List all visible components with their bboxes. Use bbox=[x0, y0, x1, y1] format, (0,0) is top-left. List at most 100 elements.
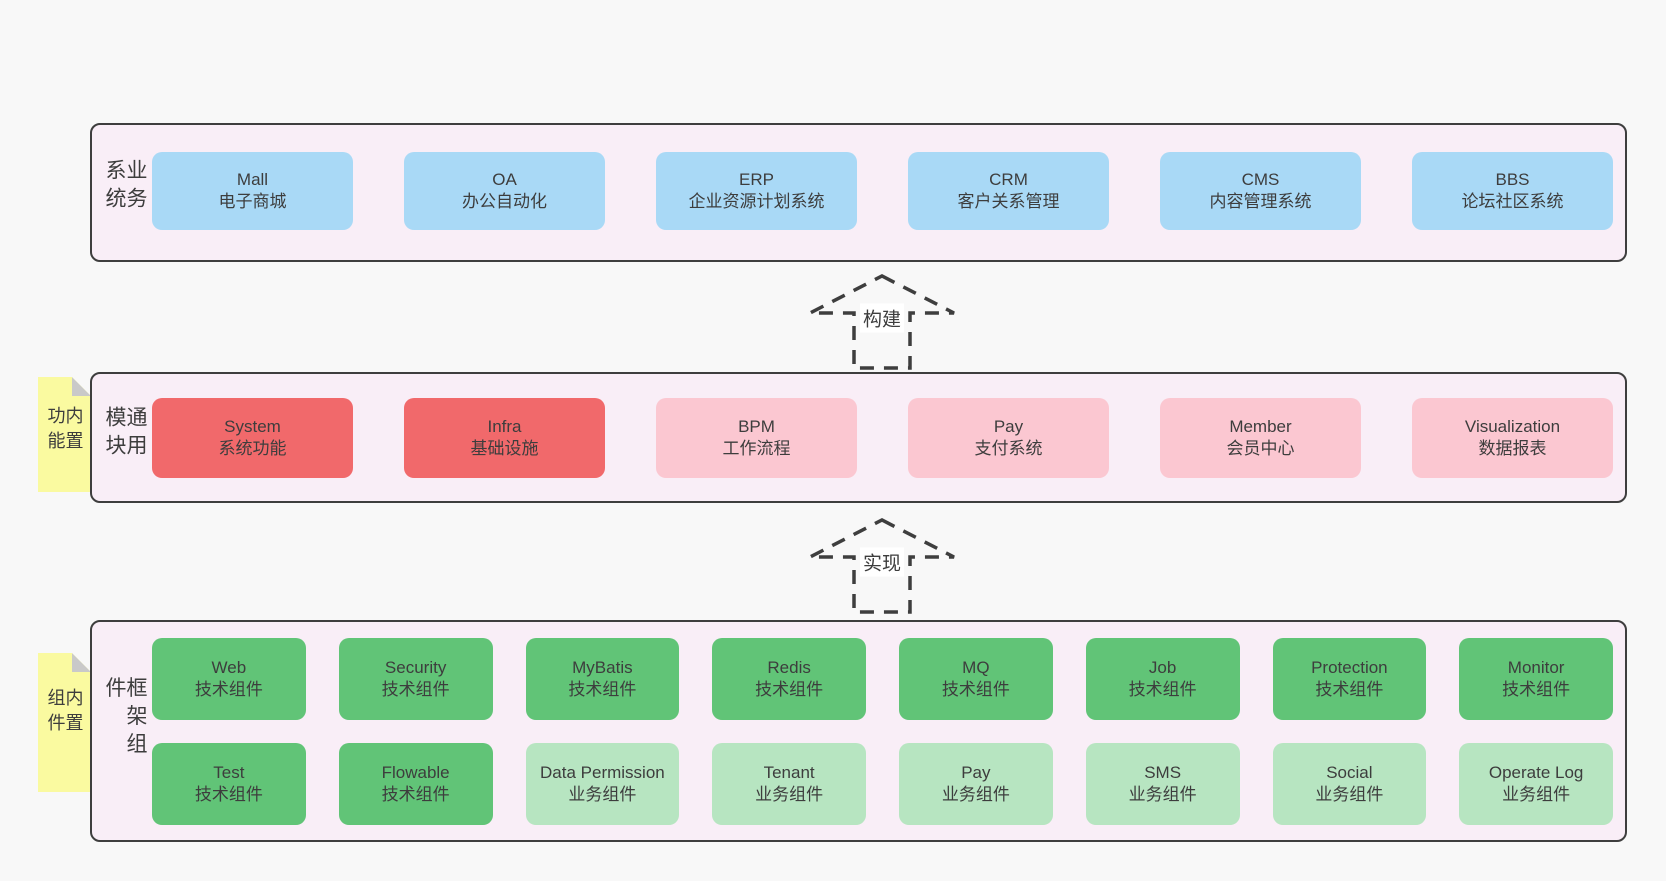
box-title: Protection bbox=[1311, 657, 1388, 677]
box-title: Social bbox=[1326, 762, 1373, 782]
diagram-box-member: Member 会员中心 bbox=[1160, 398, 1361, 478]
diagram-box-mybatis: MyBatis 技术组件 bbox=[525, 638, 680, 720]
diagram-box-bpm: BPM 工作流程 bbox=[656, 398, 857, 478]
box-title: OA bbox=[492, 169, 517, 189]
modules-box-row: System 系统功能 Infra 基础设施 BPM 工作流程 Pay 支付系统… bbox=[152, 398, 1613, 478]
components-box-row-2: Test 技术组件 Flowable 技术组件 Data Permission … bbox=[152, 743, 1613, 825]
box-title: Redis bbox=[767, 657, 811, 677]
dashed-up-arrow-build: 构建 bbox=[800, 272, 964, 372]
box-subtitle: 企业资源计划系统 bbox=[688, 192, 825, 211]
diagram-box-infra: Infra 基础设施 bbox=[404, 398, 605, 478]
business-box-row: Mall 电子商城 OA 办公自动化 ERP 企业资源计划系统 CRM 客户关系… bbox=[152, 152, 1613, 230]
box-subtitle: 论坛社区系统 bbox=[1461, 192, 1564, 211]
diagram-box-data-permission: Data Permission 业务组件 bbox=[525, 743, 680, 825]
arrow-build-label: 构建 bbox=[859, 303, 905, 333]
box-title: Member bbox=[1229, 416, 1292, 436]
diagram-box-crm: CRM 客户关系管理 bbox=[908, 152, 1109, 230]
box-title: BPM bbox=[738, 416, 775, 436]
box-title: Pay bbox=[961, 762, 991, 782]
diagram-box-cms: CMS 内容管理系统 bbox=[1160, 152, 1361, 230]
box-subtitle: 技术组件 bbox=[1128, 680, 1197, 699]
box-subtitle: 内容管理系统 bbox=[1209, 192, 1312, 211]
components-box-row-1: Web 技术组件 Security 技术组件 MyBatis 技术组件 Redi… bbox=[152, 638, 1613, 720]
diagram-box-operate-log: Operate Log 业务组件 bbox=[1459, 743, 1613, 825]
box-title: MQ bbox=[962, 657, 990, 677]
box-title: Visualization bbox=[1464, 416, 1561, 436]
box-title: Flowable bbox=[381, 762, 450, 782]
diagram-box-system: System 系统功能 bbox=[152, 398, 353, 478]
diagram-box-flowable: Flowable 技术组件 bbox=[338, 743, 493, 825]
box-title: Test bbox=[213, 762, 245, 782]
box-title: BBS bbox=[1495, 169, 1530, 189]
box-subtitle: 支付系统 bbox=[974, 439, 1043, 458]
box-title: Monitor bbox=[1507, 657, 1565, 677]
diagram-box-test: Test 技术组件 bbox=[152, 743, 306, 825]
box-subtitle: 电子商城 bbox=[218, 192, 287, 211]
box-subtitle: 系统功能 bbox=[218, 439, 287, 458]
section-modules-side-label: 通用模块 bbox=[103, 405, 147, 462]
sticky-note-text: 内置组件 bbox=[45, 687, 84, 738]
diagram-box-mq: MQ 技术组件 bbox=[899, 638, 1053, 720]
section-components-side-label: 框架组件 bbox=[103, 676, 147, 761]
section-business-systems: 业务系统 Mall 电子商城 OA 办公自动化 ERP 企业资源计划系统 CRM… bbox=[90, 123, 1627, 262]
box-subtitle: 技术组件 bbox=[941, 680, 1010, 699]
box-subtitle: 技术组件 bbox=[194, 680, 263, 699]
box-subtitle: 技术组件 bbox=[1315, 680, 1384, 699]
box-subtitle: 技术组件 bbox=[1502, 680, 1571, 699]
box-subtitle: 业务组件 bbox=[755, 785, 824, 804]
dashed-up-arrow-implement: 实现 bbox=[800, 516, 964, 616]
diagram-box-bbs: BBS 论坛社区系统 bbox=[1412, 152, 1613, 230]
diagram-box-job: Job 技术组件 bbox=[1085, 638, 1240, 720]
sticky-note-built-in-features: 内置功能 bbox=[38, 377, 91, 492]
section-business-side-label: 业务系统 bbox=[103, 158, 147, 215]
diagram-box-security: Security 技术组件 bbox=[338, 638, 493, 720]
box-title: ERP bbox=[739, 169, 774, 189]
box-title: Job bbox=[1148, 657, 1177, 677]
box-title: SMS bbox=[1144, 762, 1182, 782]
sticky-note-text: 内置功能 bbox=[45, 405, 84, 456]
box-subtitle: 业务组件 bbox=[1128, 785, 1197, 804]
box-subtitle: 业务组件 bbox=[1502, 785, 1571, 804]
box-subtitle: 技术组件 bbox=[381, 680, 450, 699]
box-title: Operate Log bbox=[1488, 762, 1584, 782]
box-title: Security bbox=[384, 657, 447, 677]
box-subtitle: 技术组件 bbox=[568, 680, 637, 699]
note-fold-corner bbox=[72, 377, 91, 396]
box-subtitle: 技术组件 bbox=[194, 785, 263, 804]
box-subtitle: 办公自动化 bbox=[462, 192, 547, 211]
diagram-box-sms: SMS 业务组件 bbox=[1085, 743, 1240, 825]
box-title: CMS bbox=[1241, 169, 1280, 189]
section-framework-components: 框架组件 Web 技术组件 Security 技术组件 MyBatis 技术组件… bbox=[90, 620, 1627, 842]
diagram-box-mall: Mall 电子商城 bbox=[152, 152, 353, 230]
box-title: System bbox=[224, 416, 281, 436]
box-title: CRM bbox=[989, 169, 1028, 189]
box-subtitle: 工作流程 bbox=[722, 439, 791, 458]
box-subtitle: 技术组件 bbox=[755, 680, 824, 699]
box-title: Web bbox=[211, 657, 247, 677]
box-title: Pay bbox=[993, 416, 1024, 436]
box-title: Data Permission bbox=[540, 762, 665, 782]
sticky-note-built-in-components: 内置组件 bbox=[38, 653, 91, 792]
box-title: Infra bbox=[487, 416, 522, 436]
diagram-box-visualization: Visualization 数据报表 bbox=[1412, 398, 1613, 478]
diagram-box-protection: Protection 技术组件 bbox=[1272, 638, 1427, 720]
box-title: Tenant bbox=[763, 762, 815, 782]
box-subtitle: 数据报表 bbox=[1478, 439, 1547, 458]
section-common-modules: 通用模块 System 系统功能 Infra 基础设施 BPM 工作流程 Pay… bbox=[90, 372, 1627, 503]
note-fold-corner bbox=[72, 653, 91, 672]
diagram-box-tenant: Tenant 业务组件 bbox=[712, 743, 866, 825]
box-subtitle: 业务组件 bbox=[1315, 785, 1384, 804]
box-subtitle: 会员中心 bbox=[1226, 439, 1295, 458]
diagram-box-monitor: Monitor 技术组件 bbox=[1459, 638, 1613, 720]
box-subtitle: 业务组件 bbox=[568, 785, 637, 804]
box-subtitle: 技术组件 bbox=[381, 785, 450, 804]
box-subtitle: 客户关系管理 bbox=[957, 192, 1060, 211]
diagram-box-oa: OA 办公自动化 bbox=[404, 152, 605, 230]
arrow-implement-label: 实现 bbox=[859, 547, 905, 577]
diagram-box-redis: Redis 技术组件 bbox=[712, 638, 866, 720]
diagram-box-pay-component: Pay 业务组件 bbox=[899, 743, 1053, 825]
box-title: MyBatis bbox=[572, 657, 633, 677]
diagram-box-pay-module: Pay 支付系统 bbox=[908, 398, 1109, 478]
diagram-box-erp: ERP 企业资源计划系统 bbox=[656, 152, 857, 230]
